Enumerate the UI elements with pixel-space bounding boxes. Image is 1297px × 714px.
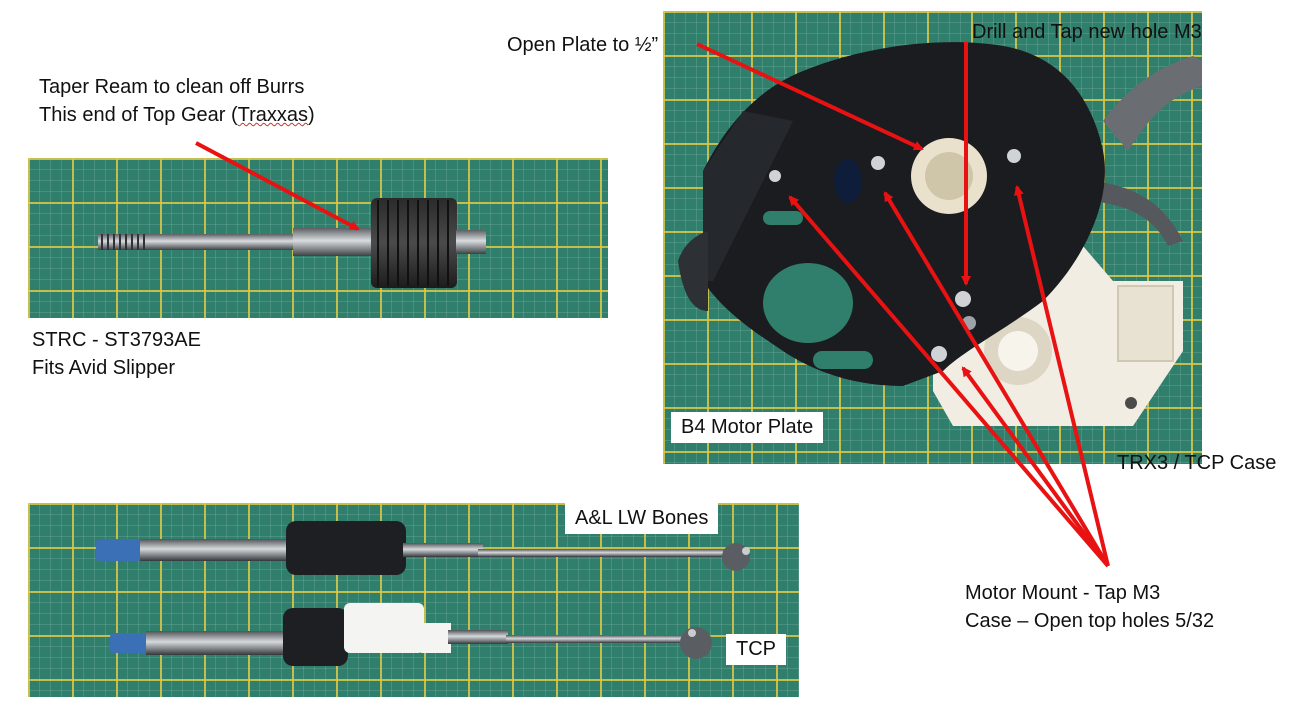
- bones-photo: A&L LW Bones TCP: [28, 503, 799, 697]
- open-plate-note: Open Plate to ½”: [507, 34, 659, 56]
- top-gear-note-line1: Taper Ream to clean off Burrs: [39, 76, 305, 98]
- motor-plate-photo: B4 Motor Plate: [663, 11, 1202, 464]
- bones-illustration: [96, 521, 750, 666]
- top-gear-photo: [28, 158, 608, 318]
- tcp-tag: TCP: [726, 634, 786, 665]
- top-gear-caption: STRC - ST3793AE Fits Avid Slipper: [32, 326, 201, 382]
- motor-plate-illustration: [678, 42, 1202, 426]
- part-number: STRC - ST3793AE: [32, 329, 201, 351]
- fitment-note: Fits Avid Slipper: [32, 357, 176, 379]
- b4-motor-plate-tag: B4 Motor Plate: [671, 412, 824, 443]
- top-gear-note: Taper Ream to clean off Burrs This end o…: [39, 73, 315, 129]
- top-gear-shaft-illustration: [98, 198, 486, 288]
- motor-mount-note-line1: Motor Mount - Tap M3: [965, 582, 1161, 604]
- motor-mount-note-line2: Case – Open top holes 5/32: [965, 610, 1215, 632]
- al-lw-bones-tag: A&L LW Bones: [565, 503, 719, 534]
- top-gear-note-line2: This end of Top Gear (Traxxas): [39, 104, 315, 126]
- drill-tap-note: Drill and Tap new hole M3: [972, 21, 1202, 43]
- motor-mount-note: Motor Mount - Tap M3 Case – Open top hol…: [965, 579, 1214, 635]
- case-note: TRX3 / TCP Case: [1117, 452, 1277, 474]
